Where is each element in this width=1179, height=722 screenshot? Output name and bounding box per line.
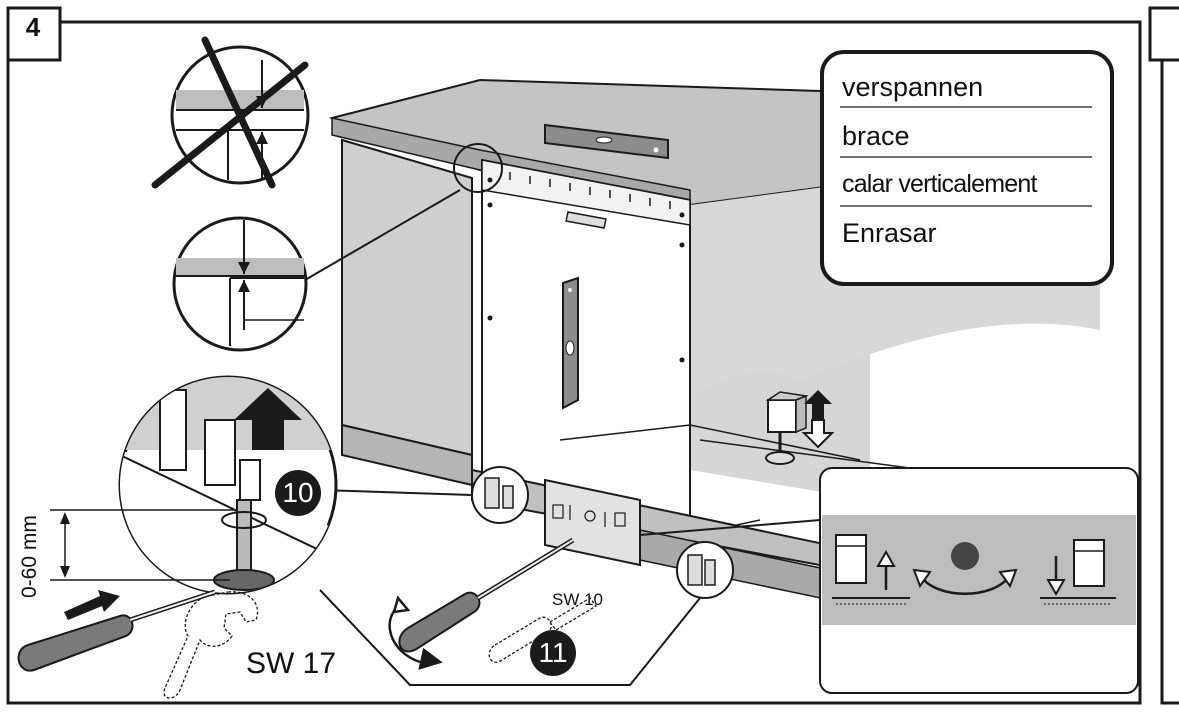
- right-foot-circle-detail: [687, 554, 716, 586]
- screwdriver-size-label: SW 10: [552, 590, 604, 609]
- detail-label-symbols: [832, 534, 1116, 605]
- door-top-ticks: [509, 172, 671, 209]
- push-arrow-icon: [64, 590, 120, 620]
- left-cabinet-side: [341, 138, 473, 457]
- term-enrasar: Enrasar: [842, 218, 937, 248]
- foot-adjust-icon: [765, 391, 809, 465]
- down-arrow-icon: [801, 419, 835, 449]
- zoom-connector-c: [639, 519, 821, 536]
- left-foot-circle-detail: [484, 477, 514, 509]
- zoom-connector-b: [319, 589, 701, 686]
- detail-rotate-arrows-icon: [912, 568, 1018, 595]
- next-panel-stub: [1160, 20, 1179, 705]
- term-calar-verticalement: calar verticalement: [842, 170, 1037, 198]
- zoom-connector-a: [319, 489, 473, 496]
- left-foot-circle: [471, 466, 529, 524]
- rotate-arrow-icon: [388, 595, 443, 670]
- terms-dividers: [840, 106, 1092, 207]
- detail-adjust-knob-icon: [951, 542, 979, 570]
- callout-badge-10: 10: [275, 470, 321, 516]
- door-top-strip: [481, 159, 691, 226]
- wrench-icon: [163, 591, 259, 699]
- screwdriver-icon: [17, 589, 216, 672]
- foot-zoom-detail: [120, 377, 336, 593]
- next-step-number-box: [1148, 6, 1179, 62]
- step-number-box: [6, 6, 62, 62]
- not-allowed-cross-icon: [151, 36, 309, 189]
- wrench-size-label: SW 17: [246, 647, 337, 680]
- correct-gap-circle: [172, 216, 308, 352]
- vertical-level-icon: [562, 276, 579, 410]
- callout-badge-11: 11: [530, 630, 576, 676]
- level-icon: [544, 123, 669, 160]
- correct-gap-detail: [176, 220, 304, 346]
- door-handle-slot: [565, 211, 607, 229]
- dimension-lines: [50, 509, 238, 581]
- dimension-label: 0-60 mm: [18, 515, 41, 598]
- up-arrow-icon: [804, 390, 832, 420]
- front-label-marks: [552, 504, 626, 527]
- terms-box: [820, 50, 1114, 286]
- countertop-gap-circle: [453, 143, 503, 193]
- screwdriver-middle-icon: [398, 537, 575, 653]
- term-verspannen: verspannen: [842, 72, 984, 102]
- term-brace: brace: [842, 121, 910, 151]
- zoom-connector-top: [304, 189, 461, 281]
- door-screws: [487, 177, 685, 363]
- step-number: 4: [25, 12, 41, 42]
- up-arrow-large-icon: [234, 388, 302, 450]
